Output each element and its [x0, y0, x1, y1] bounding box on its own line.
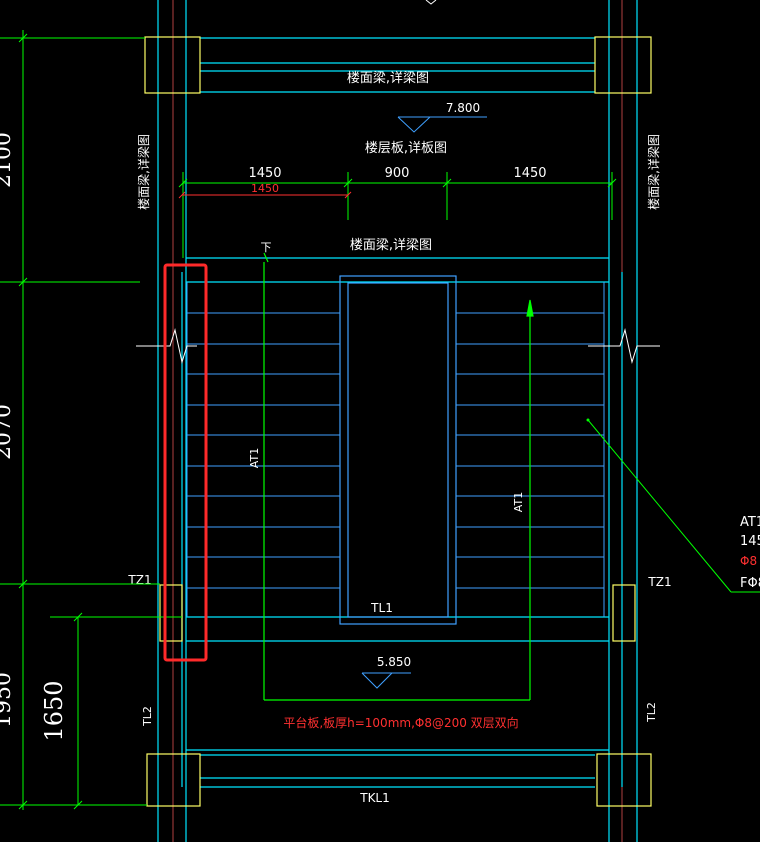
dimension-chain: [178, 172, 617, 258]
leader-text-2: 145: [740, 534, 760, 549]
beam-label-mid: 楼面梁,详梁图: [350, 238, 432, 253]
columns: [144, 36, 652, 807]
dim-1650: 1650: [40, 680, 68, 741]
beam-label-left: 楼面梁,详梁图: [136, 134, 151, 210]
tl2-right: TL2: [645, 702, 658, 723]
tl2-left: TL2: [141, 706, 154, 727]
highlight-box[interactable]: [163, 263, 208, 662]
dim-900: 900: [385, 166, 410, 181]
dim-1450-left: 1450: [248, 166, 281, 181]
beam-label-top: 楼面梁,详梁图: [347, 71, 429, 86]
leader-text-4: FΦ8: [740, 576, 760, 591]
elevation-mark-top: [397, 116, 487, 133]
elevation-top: 7.800: [446, 101, 480, 115]
red-dimension: [178, 191, 352, 199]
down-mark: 下: [261, 241, 272, 254]
slab-note: 楼层板,详板图: [365, 141, 447, 156]
tkl1-label: TKL1: [359, 791, 390, 805]
left-flight-edge: [186, 282, 605, 617]
at1-right: AT1: [512, 492, 525, 512]
left-dim-mid: 2070: [0, 404, 16, 460]
left-dimensions: [0, 30, 182, 810]
top-marker: [425, 0, 437, 5]
beam-label-right: 楼面梁,详梁图: [646, 134, 661, 210]
elevation-mark-landing: [361, 672, 411, 689]
left-dim-top: 2100: [0, 132, 16, 188]
elevation-landing: 5.850: [377, 655, 411, 669]
stair-well: [339, 275, 457, 625]
platform-note: 平台板,板厚h=100mm,Φ8@200 双层双向: [283, 715, 518, 730]
tz1-right: TZ1: [647, 575, 671, 589]
at1-left: AT1: [248, 448, 261, 468]
dim-1450-red: 1450: [251, 182, 279, 195]
dim-1450-right: 1450: [513, 166, 546, 181]
tl1-label: TL1: [370, 601, 393, 615]
walls: [157, 0, 638, 842]
leader-line: [587, 419, 760, 593]
leader-dot: [586, 418, 590, 422]
walking-lines: [263, 252, 534, 701]
left-dim-bot: 1950: [0, 672, 16, 728]
leader-text-3: Φ8: [740, 554, 757, 568]
tz1-left: TZ1: [127, 573, 151, 587]
leader-text-1: AT1: [740, 515, 760, 530]
